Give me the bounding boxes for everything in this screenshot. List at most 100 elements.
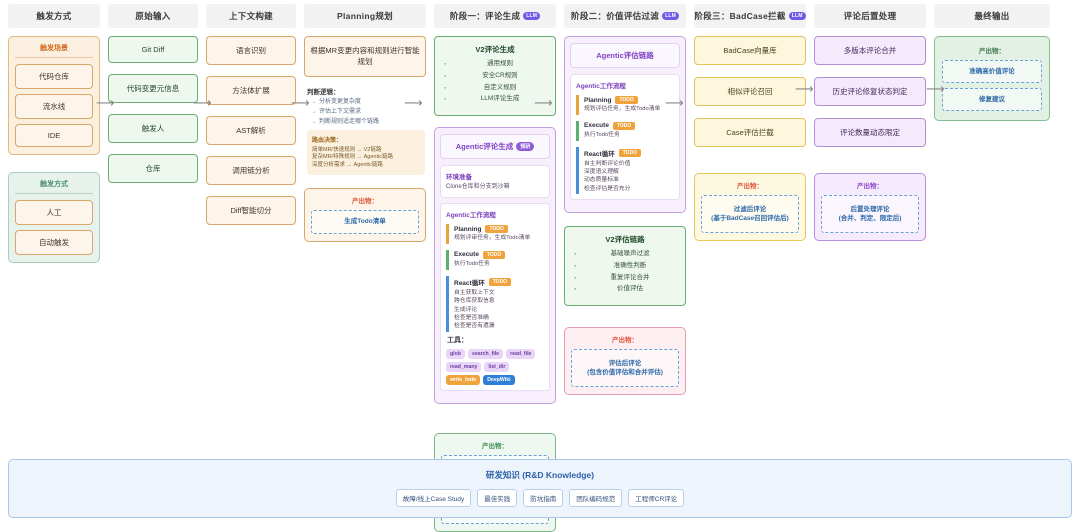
planning-logic-item: 分析变更复杂度 — [312, 98, 425, 107]
output-item-todo-list[interactable]: 生成Todo清单 — [311, 210, 419, 234]
node-ast-parse[interactable]: AST解析 — [206, 116, 296, 145]
knowledge-tag-best-practice[interactable]: 最佳实践 — [477, 489, 518, 507]
column-postprocess: 评论后置处理 多版本评论合并 历史评论修复状态判定 评论数量动态限定 产出物： … — [814, 4, 926, 532]
node-change-meta[interactable]: 代码变更元信息 — [108, 74, 198, 103]
node-callchain-analysis[interactable]: 调用链分析 — [206, 156, 296, 185]
node-history-fix-status[interactable]: 历史评论修复状态判定 — [814, 77, 926, 106]
column-trigger: 触发方式 触发场景 代码仓库 流水线 IDE 触发方式 人工 自动触发 — [8, 4, 100, 532]
step-text: 规划评审任务，生成Todo清单 — [454, 235, 531, 242]
column-header-stage3: 阶段三：BadCase拦截 LLM — [694, 4, 806, 28]
node-trigger-person[interactable]: 触发人 — [108, 114, 198, 143]
step-name: Execute — [454, 251, 479, 259]
output-item-fix-suggestions[interactable]: 修复建议 — [942, 88, 1042, 112]
column-header-label: 阶段二：价值评估过滤 — [571, 11, 660, 21]
node-ide[interactable]: IDE — [15, 124, 93, 147]
output-item-postprocessed-comments[interactable]: 后置处理评论 (合并、判定、限定后) — [821, 195, 919, 234]
planning-logic-item: 评估上下文需求 — [312, 108, 425, 117]
step-item: 动态质量标准 — [584, 177, 619, 184]
list-item: 自定义规则 — [443, 82, 549, 94]
node-git-diff[interactable]: Git Diff — [108, 36, 198, 63]
agentic-title-bar: Agentic评估链路 — [570, 43, 680, 68]
column-header-label: 触发方式 — [36, 11, 72, 21]
list-item: 基础噪声过滤 — [573, 248, 679, 260]
knowledge-title: 研发知识 (R&D Knowledge) — [485, 470, 595, 480]
tool-chip-list-dir[interactable]: list_dir — [484, 361, 510, 372]
column-body-raw-input: Git Diff 代码变更元信息 触发人 仓库 — [108, 36, 198, 183]
node-code-repo[interactable]: 代码仓库 — [15, 64, 93, 89]
node-manual[interactable]: 人工 — [15, 200, 93, 225]
column-header-label: 上下文构建 — [228, 11, 273, 21]
node-repository[interactable]: 仓库 — [108, 154, 198, 183]
tool-chip-read-file[interactable]: read_file — [506, 348, 536, 359]
list-item: LLM评论生成 — [443, 93, 549, 105]
step-execute: Execute TODO 执行Todo任务 — [446, 249, 544, 270]
node-similar-comment-recall[interactable]: 相似评论召回 — [694, 77, 806, 106]
column-header-label: Planning规划 — [337, 11, 393, 21]
knowledge-panel: 研发知识 (R&D Knowledge) 故障/线上Case Study 最佳实… — [8, 459, 1072, 518]
tool-chip-write-todo[interactable]: write_todo — [446, 374, 481, 385]
output-item-filtered-comments[interactable]: 过滤后评论 (基于BadCase召回评估后) — [701, 195, 799, 234]
tool-chip-glob[interactable]: glob — [446, 348, 465, 359]
node-planning-headline[interactable]: 根据MR变更内容和规则进行智能规划 — [304, 36, 426, 77]
card-v2-eval-chain: V2评估链路 基础噪声过滤 准确性判断 重复评论合并 价值评估 — [564, 226, 686, 307]
column-body-stage2: Agentic评估链路 Agentic工作流程 Planning TODO 规划… — [564, 36, 686, 396]
output-item-evaluated-comments[interactable]: 评估后评论 (包含价值评估和合并评估) — [571, 349, 679, 388]
step-item: 深度语义理解 — [584, 169, 619, 176]
postprocess-output-card: 产出物： 后置处理评论 (合并、判定、限定后) — [814, 173, 926, 242]
step-name: Planning — [454, 225, 482, 233]
column-header-label: 阶段一：评论生成 — [449, 11, 521, 21]
column-body-context: 语言识别 方法体扩展 AST解析 调用链分析 Diff智能切分 — [206, 36, 296, 225]
tool-chip-read-many[interactable]: read_many — [446, 361, 482, 372]
step-name: Planning — [584, 96, 612, 104]
step-name: React循环 — [584, 150, 615, 158]
knowledge-tag-pitfall-guide[interactable]: 防坑指南 — [523, 489, 564, 507]
step-item: 检查是否有遗漏 — [454, 323, 495, 330]
step-name: React循环 — [454, 279, 485, 287]
step-planning: Planning TODO 规划评审任务，生成Todo清单 — [446, 224, 544, 244]
knowledge-tag-coding-standard[interactable]: 团队编码规范 — [569, 489, 623, 507]
tool-chip-search-file[interactable]: search_file — [467, 348, 504, 359]
tools-chip-list: glob search_file read_file read_many lis… — [446, 348, 544, 385]
node-auto-trigger[interactable]: 自动触发 — [15, 230, 93, 255]
todo-badge: TODO — [615, 96, 638, 104]
step-header: React循环 TODO — [454, 277, 544, 287]
node-pipeline[interactable]: 流水线 — [15, 94, 93, 119]
sub-title: 环境准备 — [446, 174, 472, 182]
todo-badge: TODO — [485, 225, 508, 234]
node-case-eval-intercept[interactable]: Case评估拦截 — [694, 118, 806, 147]
output-item-high-value-comments[interactable]: 准确高价值评论 — [942, 60, 1042, 84]
node-method-expand[interactable]: 方法体扩展 — [206, 76, 296, 105]
column-body-final-output: 产出物： 准确高价值评论 修复建议 — [934, 36, 1050, 122]
step-header: React循环 TODO — [584, 148, 674, 158]
list-item: 准确性判断 — [573, 260, 679, 272]
planning-route-item: 复杂MR/特殊规则 → Agentic链路 — [312, 154, 393, 161]
stage2-output-card: 产出物： 评估后评论 (包含价值评估和合并评估) — [564, 327, 686, 396]
planning-logic-item: 判断规则适走哪个链路 — [312, 118, 425, 127]
final-output-card: 产出物： 准确高价值评论 修复建议 — [934, 36, 1050, 122]
todo-badge: TODO — [612, 121, 636, 130]
node-language-detect[interactable]: 语言识别 — [206, 36, 296, 65]
knowledge-tag-engineer-cr[interactable]: 工程师CR评论 — [628, 489, 685, 507]
trigger-scene-group: 触发场景 代码仓库 流水线 IDE — [8, 36, 100, 155]
planning-route-title: 路由决策： — [312, 138, 343, 144]
column-body-trigger: 触发场景 代码仓库 流水线 IDE 触发方式 人工 自动触发 — [8, 36, 100, 263]
output-title: 产出物： — [857, 183, 883, 190]
research-badge: 预研 — [516, 142, 535, 152]
sub-text: Clone仓库和分支到沙箱 — [446, 184, 510, 191]
column-context: 上下文构建 语言识别 方法体扩展 AST解析 调用链分析 Diff智能切分 — [206, 4, 296, 532]
card-v2-comment-gen: V2评论生成 通用规则 安全CR规则 自定义规则 LLM评论生成 — [434, 36, 556, 117]
group-title: 触发方式 — [15, 179, 93, 194]
step-text: 执行Todo任务 — [454, 260, 490, 267]
group-title: 触发场景 — [15, 43, 93, 58]
node-badcase-vector-db[interactable]: BadCase向量库 — [694, 36, 806, 65]
node-comment-count-limit[interactable]: 评论数量动态限定 — [814, 118, 926, 147]
planning-output-card: 产出物： 生成Todo清单 — [304, 188, 426, 242]
knowledge-tag-case-study[interactable]: 故障/线上Case Study — [395, 489, 472, 507]
node-multi-version-merge[interactable]: 多版本评论合并 — [814, 36, 926, 65]
node-diff-split[interactable]: Diff智能切分 — [206, 196, 296, 225]
tool-chip-deepwiki[interactable]: DeepWiki — [483, 374, 515, 385]
stage3-output-card: 产出物： 过滤后评论 (基于BadCase召回评估后) — [694, 173, 806, 242]
column-stage1: 阶段一：评论生成 LLM V2评论生成 通用规则 安全CR规则 自定义规则 LL… — [434, 4, 556, 532]
step-item: 检查评估是否充分 — [584, 185, 631, 192]
